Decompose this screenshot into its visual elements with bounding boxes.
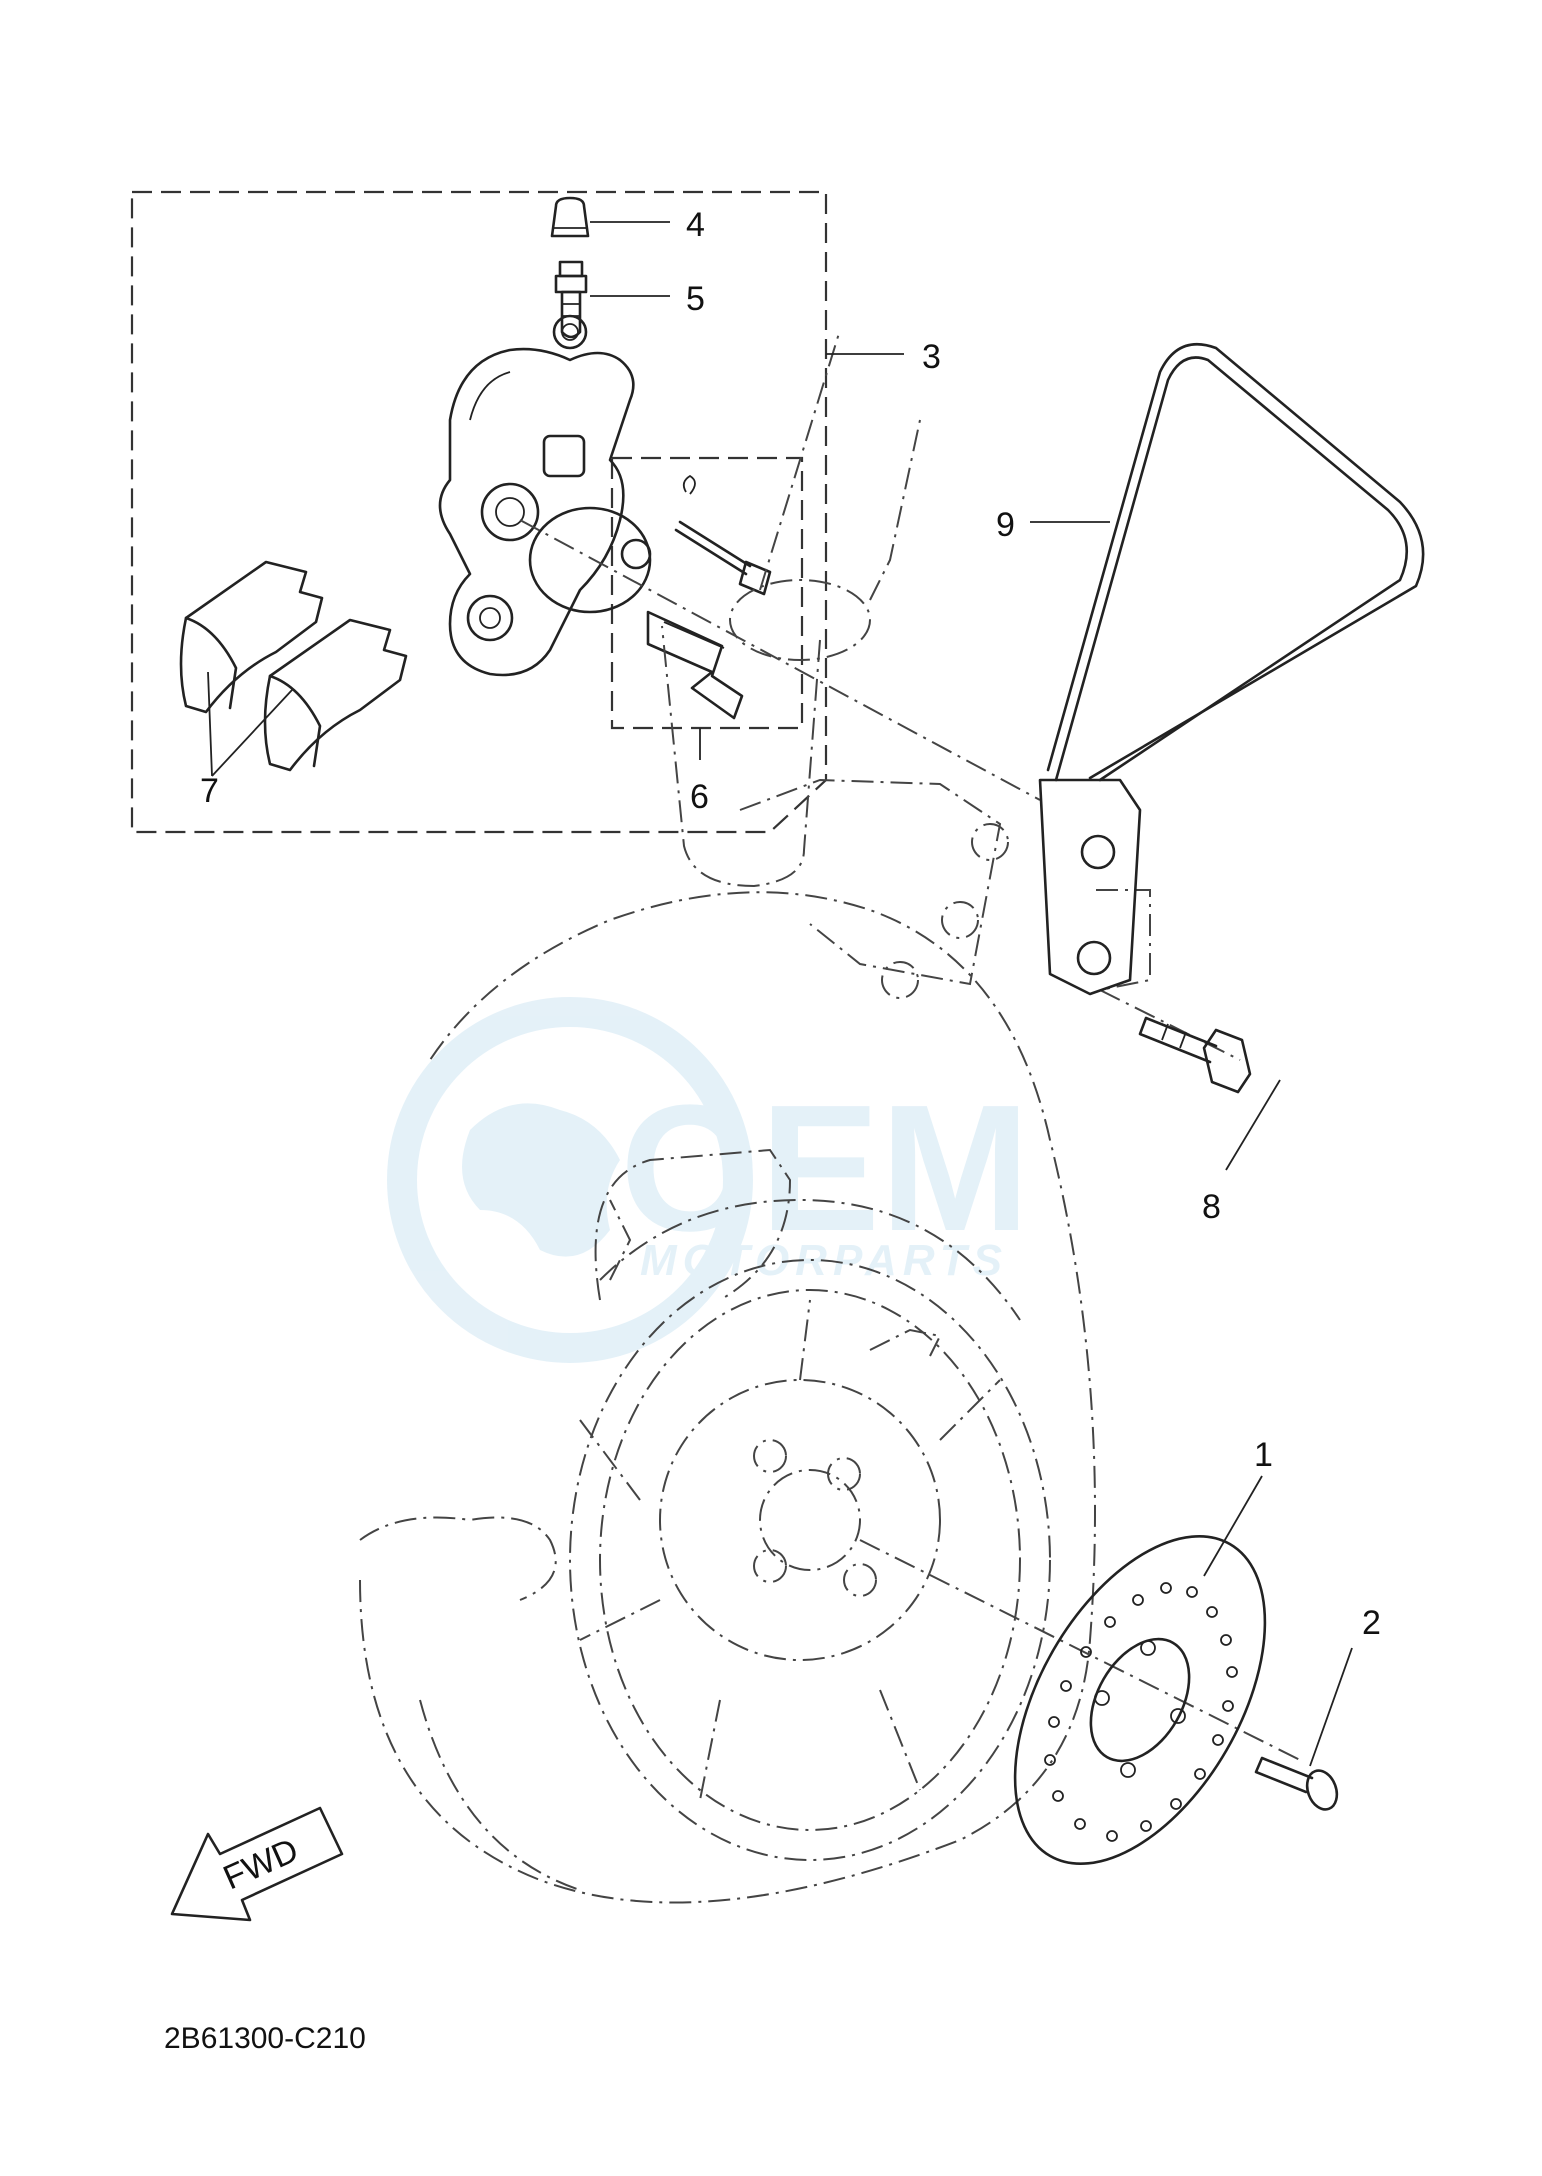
axle-alignment-line — [859, 1539, 1301, 1761]
diagram-code: 2B61300-C210 — [164, 2022, 366, 2055]
watermark-continents-icon — [462, 1103, 620, 1257]
forward-arrow-icon: FWD — [170, 1806, 344, 1922]
watermark-subtitle: MOTORPARTS — [640, 1236, 1008, 1285]
bleed-cap-part — [550, 196, 590, 238]
watermark-globe-icon — [387, 997, 753, 1363]
disc-holes — [1044, 1582, 1238, 1842]
callout-8: 8 — [1202, 1188, 1221, 1226]
alignment-line — [519, 519, 1041, 801]
seal-kit-part — [646, 610, 744, 720]
callout-6: 6 — [690, 778, 709, 816]
callout-1: 1 — [1254, 1436, 1273, 1474]
seal-kit-box — [610, 456, 804, 730]
bracket-part — [1038, 343, 1425, 996]
fork-leg — [661, 329, 1009, 999]
watermark: OEM MOTORPARTS — [387, 997, 1030, 1363]
disc-bolt-part — [1254, 1756, 1339, 1811]
callout-4: 4 — [686, 206, 705, 244]
callout-9: 9 — [996, 506, 1015, 544]
leader-lines — [207, 221, 1353, 1767]
callout-3: 3 — [922, 338, 941, 376]
caliper-assembly-box — [130, 190, 828, 834]
caliper-pin — [674, 474, 772, 596]
caliper-body — [438, 314, 652, 677]
front-wheel — [359, 891, 1096, 1904]
callout-7: 7 — [200, 772, 219, 810]
brake-disc-part — [1013, 1534, 1267, 1866]
callout-2: 2 — [1362, 1604, 1381, 1642]
forward-label: FWD — [218, 1831, 304, 1897]
bleed-screw-part — [554, 260, 588, 339]
callout-5: 5 — [686, 280, 705, 318]
bolt-alignment-line — [1096, 889, 1241, 1061]
bracket-bolt-part — [1138, 1016, 1252, 1094]
watermark-brand: OEM — [620, 1068, 1030, 1269]
brake-pads-part — [179, 560, 408, 772]
